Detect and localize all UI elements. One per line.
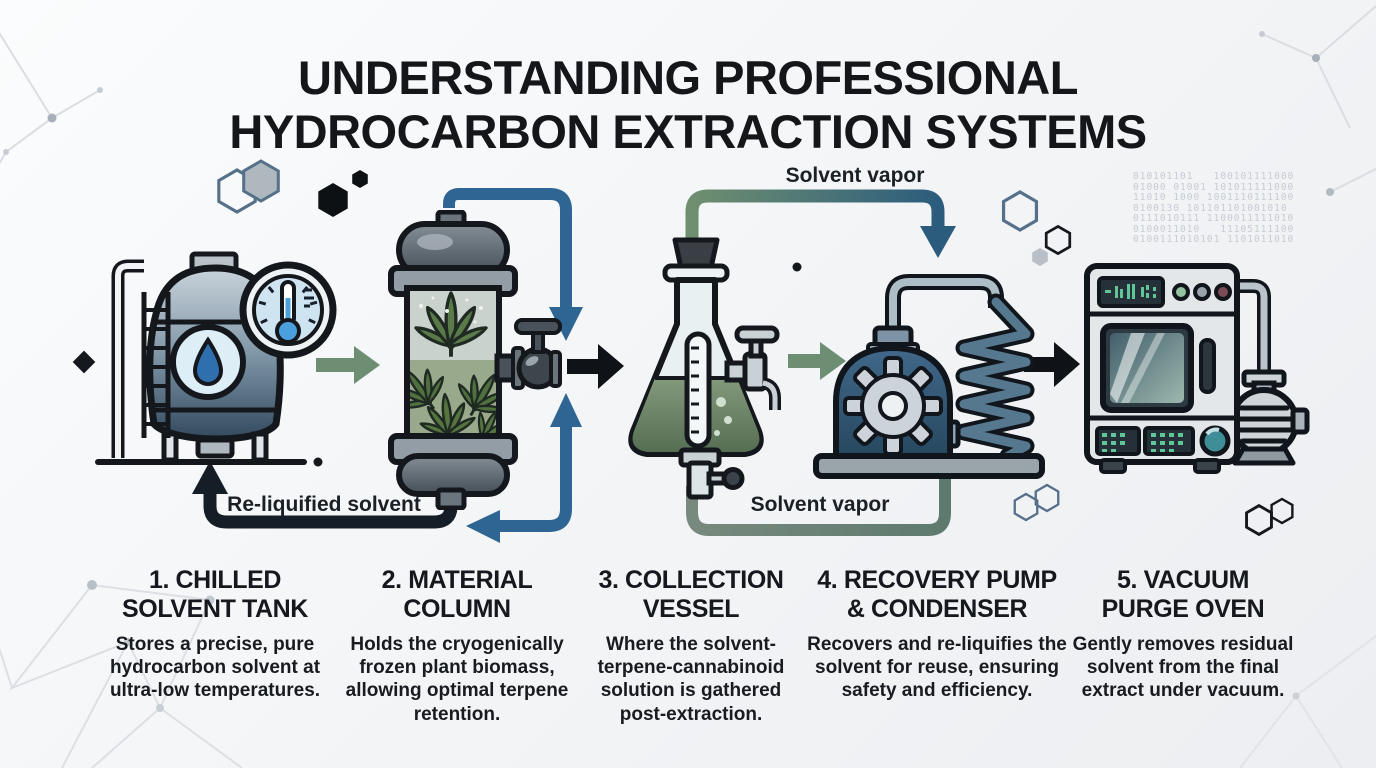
tank-ladder xyxy=(141,292,171,438)
stage-arrow-column-to-vessel xyxy=(567,344,624,389)
solvent-vapor-bottom-label: Solvent vapor xyxy=(750,493,890,516)
stage-4-heading: 4. RECOVERY PUMP& CONDENSER xyxy=(817,566,1057,623)
stage-arrow-condenser-to-oven xyxy=(1024,342,1080,387)
binary-code-decoration: 010101101 100101111000 01000 01001 10101… xyxy=(1133,171,1295,245)
reliquified-solvent-arrowhead xyxy=(192,461,228,494)
vacuum-purge-oven-icon xyxy=(1084,263,1310,474)
flask-drain-valve xyxy=(678,447,745,500)
column-inlet-arrowhead xyxy=(549,307,583,341)
stage-5-description: Gently removes residual solvent from the… xyxy=(1072,634,1294,702)
stage-arrow-vessel-to-pump xyxy=(788,342,846,380)
vacuum-pump-icon xyxy=(1229,369,1310,466)
network-dot xyxy=(47,113,57,123)
column-return-left-arrowhead xyxy=(466,510,500,543)
reliquified-solvent-label: Re-liquified solvent xyxy=(227,493,421,516)
stage-1-description: Stores a precise, pure hydrocarbon solve… xyxy=(109,634,321,702)
pump-base xyxy=(813,453,1045,479)
gauge-tick-marks xyxy=(691,346,699,434)
oven-knob xyxy=(1199,425,1231,457)
door-handle xyxy=(1199,338,1216,394)
column-valve xyxy=(494,318,562,390)
column-inlet-pipe xyxy=(443,188,572,310)
condenser-coil-icon xyxy=(955,293,1035,465)
collection-vessel-icon xyxy=(628,237,781,500)
stage-arrow-tank-to-column xyxy=(316,346,380,384)
control-keypad xyxy=(1095,426,1141,456)
solvent-vapor-bottom-pipe xyxy=(686,462,951,536)
glass-reflections xyxy=(1110,333,1165,403)
indicator-light-red xyxy=(1214,283,1232,301)
tank-leg xyxy=(251,431,269,463)
reliquified-solvent-pipe xyxy=(203,492,458,529)
page-title: UNDERSTANDING PROFESSIONAL HYDROCARBON E… xyxy=(0,51,1376,157)
indicator-light-gray xyxy=(1193,283,1211,301)
stage-4-description: Recovers and re-liquifies the solvent fo… xyxy=(807,634,1067,702)
title-line-2: HYDROCARBON EXTRACTION SYSTEMS xyxy=(229,104,1147,158)
column-return-pipe xyxy=(498,425,572,532)
stage-2-description: Holds the cryogenically frozen plant bio… xyxy=(345,634,569,725)
frost-speckles xyxy=(419,296,483,324)
stage-3-description: Where the solvent-terpene-cannabinoid so… xyxy=(597,634,785,725)
column-bottom-port xyxy=(435,487,467,510)
dot-decoration xyxy=(792,262,802,272)
tank-pipe xyxy=(111,259,144,458)
display-digits xyxy=(1105,284,1156,299)
keypad-buttons xyxy=(1102,433,1183,452)
title-line-1: UNDERSTANDING PROFESSIONAL xyxy=(298,51,1078,105)
recovery-pump-condenser-icon xyxy=(813,274,1045,479)
material-column-icon xyxy=(388,210,562,510)
chilled-solvent-tank-icon xyxy=(95,251,337,467)
column-return-up-arrowhead xyxy=(550,393,582,427)
indicator-light-green xyxy=(1172,283,1190,301)
solvent-vapor-top-label: Solvent vapor xyxy=(785,164,925,187)
oven-foot xyxy=(1193,458,1221,474)
bubbles xyxy=(714,397,732,436)
droplet-icon xyxy=(192,336,224,386)
gear-icon xyxy=(843,356,943,456)
cannabis-biomass xyxy=(410,291,496,437)
solvent-vapor-top-pipe xyxy=(685,189,945,248)
stage-4-caption: 4. RECOVERY PUMP& CONDENSER Recovers and… xyxy=(802,566,1072,703)
tank-bottom-port xyxy=(195,437,235,459)
oven-foot xyxy=(1099,458,1127,474)
solvent-vapor-top-arrowhead xyxy=(920,226,956,258)
